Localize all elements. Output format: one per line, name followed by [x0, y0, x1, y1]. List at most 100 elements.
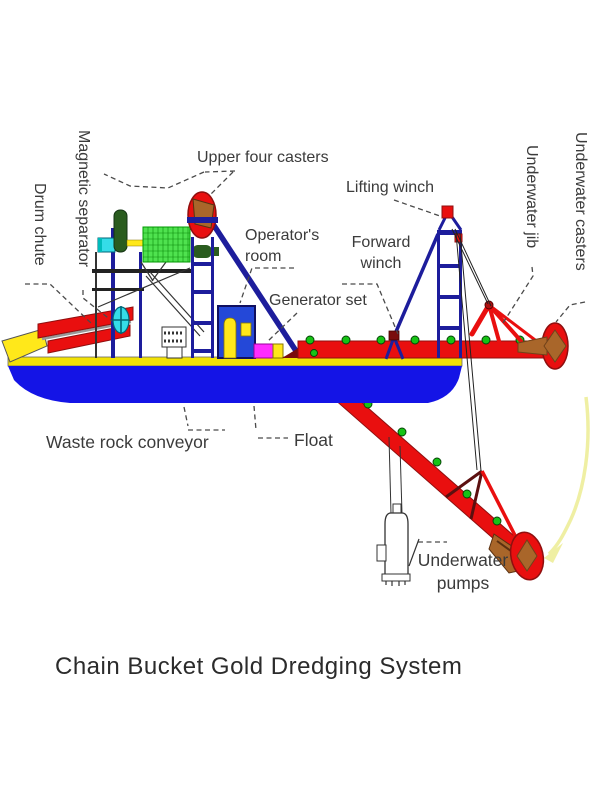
pump-side-box	[376, 544, 387, 562]
label-underwater-jib: Underwater jib	[523, 145, 540, 249]
ladder-cable	[455, 232, 482, 472]
forward-boom	[282, 335, 546, 359]
label-upper-four-casters: Upper four casters	[197, 149, 329, 166]
caster-arm	[517, 336, 548, 356]
lifting-winch-drum	[441, 205, 454, 219]
label-drum-chute: Drum chute	[31, 183, 48, 266]
mast-rung	[437, 326, 462, 330]
bucket-dot	[446, 335, 456, 345]
leader-float	[253, 405, 288, 439]
upper-casters	[187, 191, 303, 359]
lower-caster-hub	[516, 539, 538, 572]
leader-drum-chute	[25, 283, 93, 325]
right-caster-hub	[543, 329, 567, 363]
jib-strut	[487, 303, 501, 343]
leader-underwater-casters	[555, 301, 586, 323]
chute-lines	[97, 261, 205, 337]
bucket-tower-rung	[191, 321, 214, 325]
label-lifting-winch: Lifting winch	[346, 179, 435, 196]
generator-box	[253, 343, 274, 359]
bucket-tower-rail	[191, 237, 194, 358]
bucket-dot	[410, 335, 420, 345]
pump-hanger	[388, 436, 392, 515]
leader-lines	[25, 170, 586, 567]
bucket-dot	[305, 335, 315, 345]
leader-magnetic-separator	[82, 290, 113, 322]
jib-strut	[487, 303, 545, 348]
bucket-tower-rung	[191, 290, 214, 294]
bucket-dot	[341, 335, 351, 345]
caster-axle	[187, 217, 218, 223]
generator-set	[253, 343, 284, 359]
swing-arrow-curve	[547, 396, 590, 556]
pump-foot	[381, 573, 411, 582]
frame-rail	[95, 252, 97, 358]
leader-waste-rock	[183, 406, 225, 431]
swing-arrow	[544, 396, 590, 563]
conveyor-belt-upper	[37, 306, 134, 339]
mast-rung	[437, 264, 462, 268]
label-float: Float	[294, 430, 333, 450]
bucket-dot	[432, 457, 442, 467]
bucket-dot	[397, 427, 407, 437]
bucket-tower-rung	[191, 262, 214, 266]
bucket-dot	[492, 516, 502, 526]
leader-underwater-pumps-tick	[408, 538, 420, 567]
label-waste-rock-conveyor: Waste rock conveyor	[46, 432, 209, 452]
label-underwater-pumps: Underwater pumps	[417, 550, 509, 593]
label-magnetic-separator: Magnetic separator	[75, 130, 92, 267]
caster-roller	[192, 245, 212, 258]
float-hull	[8, 366, 462, 403]
boom-beam	[297, 340, 546, 359]
bucket-dot	[310, 349, 318, 357]
leader-underwater-jib	[502, 266, 534, 324]
cyan-cylinder-cap	[98, 238, 102, 252]
caster-roller	[113, 209, 128, 253]
forward-winch-frame	[384, 336, 405, 360]
separator-drum-axis	[113, 306, 129, 334]
leader-generator-set	[266, 312, 298, 343]
room-door	[223, 317, 237, 359]
ladder-beam	[324, 378, 539, 570]
hopper-stand	[166, 346, 183, 359]
mast-rail	[459, 230, 462, 358]
ladder-brace	[445, 469, 484, 520]
screen-grid	[143, 227, 190, 262]
label-forward-winch: Forward winch	[351, 234, 411, 272]
label-underwater-casters: Underwater casters	[572, 132, 589, 271]
underwater-casters-assembly	[517, 322, 569, 370]
frame-rail	[139, 252, 142, 358]
jib-strut	[469, 302, 492, 337]
frame-rail	[111, 228, 115, 358]
forward-winch-drum	[388, 330, 400, 341]
pump-hanger	[399, 445, 403, 515]
frame-bar	[92, 288, 144, 291]
deck-machinery	[92, 209, 219, 359]
mast-rail	[437, 230, 440, 358]
bucket-tower-rail	[211, 237, 214, 358]
pump-body	[384, 512, 409, 576]
leader-lifting-winch	[393, 199, 441, 217]
hull	[7, 356, 463, 403]
mast-stay	[390, 233, 440, 342]
bucket-dot	[481, 335, 491, 345]
lifting-winch-mast	[384, 205, 463, 360]
underwater-ladder	[324, 378, 545, 581]
drum-chute-shape	[1, 328, 48, 363]
diagram-title: Chain Bucket Gold Dredging System	[55, 653, 463, 680]
leader-upper-casters-left	[103, 171, 205, 189]
room-window	[240, 322, 252, 337]
operators-room	[217, 305, 256, 359]
mast-rung	[437, 295, 462, 299]
caster-knob	[211, 247, 219, 256]
pump-feet	[385, 581, 406, 586]
bucket-ladder-upper	[210, 222, 303, 359]
bucket-dot	[462, 489, 472, 499]
label-operators-room: Operator's room	[245, 227, 320, 265]
generator-aux-box	[272, 343, 284, 359]
leader-forward-winch	[342, 283, 399, 335]
jib-strut	[487, 303, 523, 343]
mast-rung	[437, 230, 462, 235]
frame-bar	[92, 269, 192, 273]
label-generator-set: Generator set	[269, 292, 367, 309]
